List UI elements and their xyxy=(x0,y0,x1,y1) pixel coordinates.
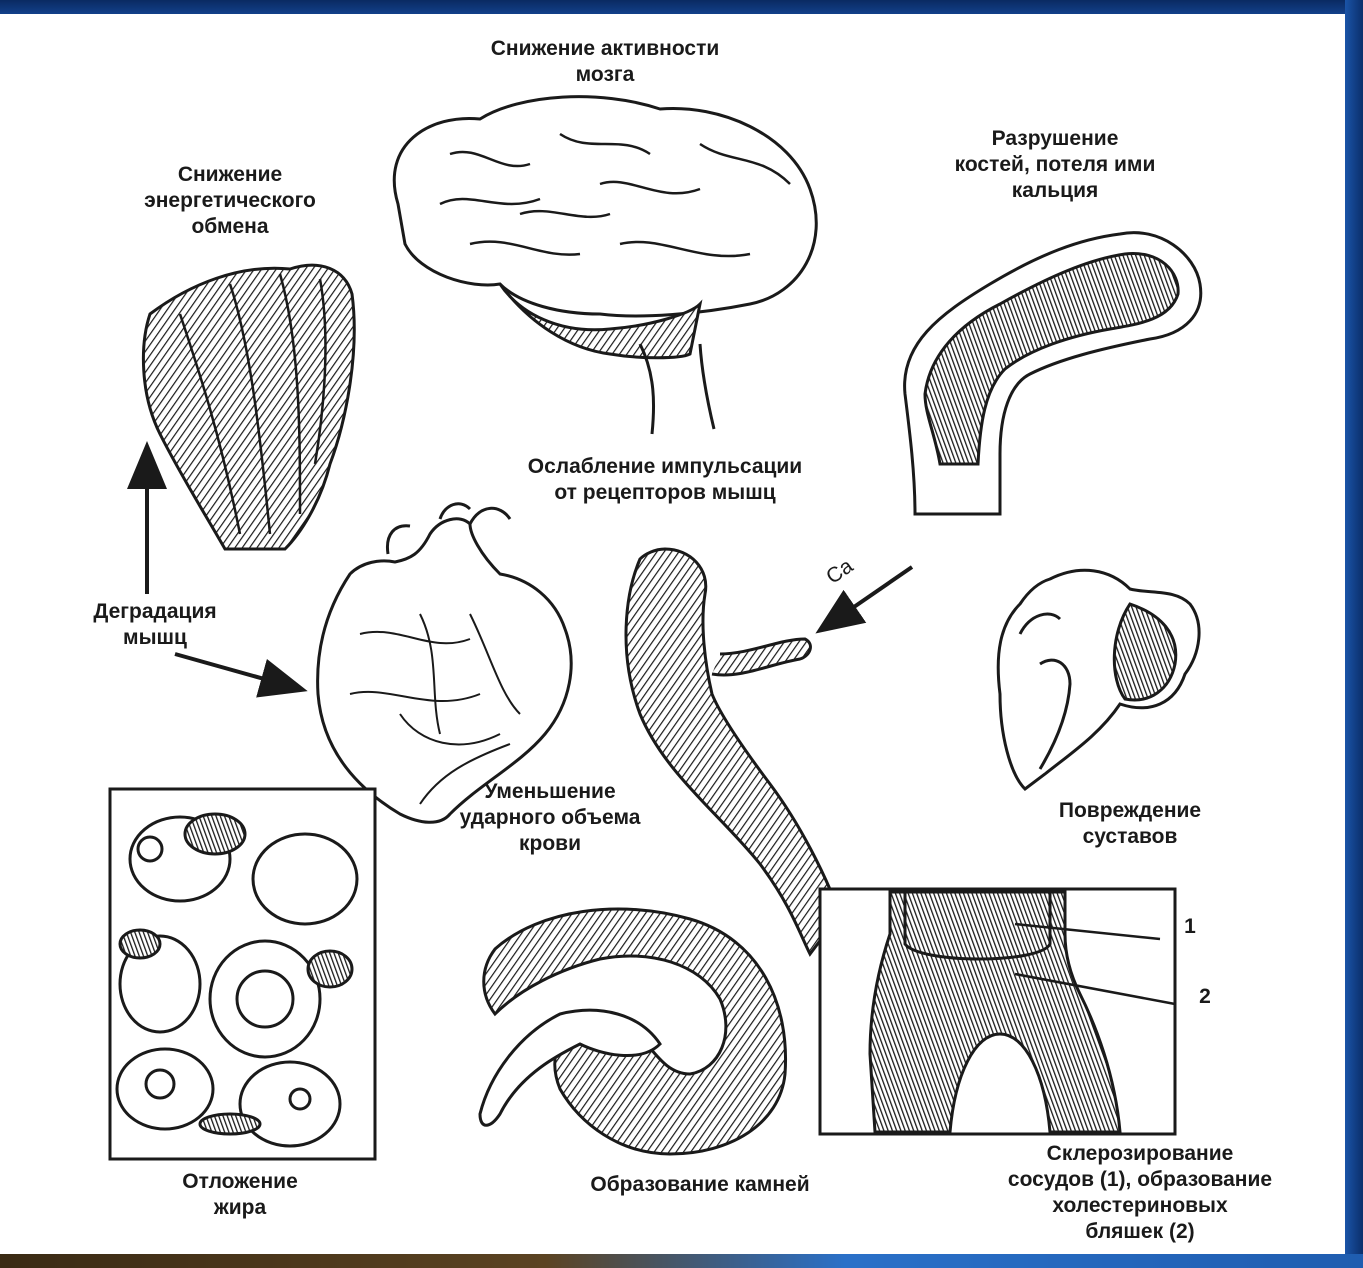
label-energy-exchange: Снижение энергетического обмена xyxy=(85,162,375,240)
marker-2: 2 xyxy=(1190,984,1220,1010)
slide-top-border xyxy=(0,0,1363,14)
muscle-drawing xyxy=(143,265,354,549)
joint-drawing xyxy=(998,570,1199,789)
brain-drawing xyxy=(394,97,816,434)
label-vascular-sclerosis: Склерозирование сосудов (1), образование… xyxy=(940,1141,1340,1245)
sclerosis-drawing xyxy=(820,889,1175,1134)
slide-right-border xyxy=(1345,0,1363,1268)
label-stone-formation: Образование камней xyxy=(530,1172,870,1198)
label-fat-deposit: Отложение жира xyxy=(135,1169,345,1221)
label-muscle-degradation: Деградация мышц xyxy=(55,599,255,651)
bone-drawing xyxy=(905,233,1201,514)
vessel-drawing xyxy=(626,549,840,954)
diagram-canvas: Снижение активности мозга Снижение энерг… xyxy=(0,14,1345,1254)
kidney-drawing xyxy=(480,909,786,1154)
label-receptor-impulses: Ослабление импульсации от рецепторов мыш… xyxy=(455,454,875,506)
label-brain-activity: Снижение активности мозга xyxy=(430,36,780,88)
label-bone-destruction: Разрушение костей, потеля ими кальция xyxy=(890,126,1220,204)
heart-drawing xyxy=(318,504,572,822)
arrow-to-heart xyxy=(175,654,300,689)
marker-1: 1 xyxy=(1175,914,1205,940)
label-joint-damage: Повреждение суставов xyxy=(1010,798,1250,850)
label-stroke-volume: Уменьшение ударного объема крови xyxy=(405,779,695,857)
fat-tissue-drawing xyxy=(110,789,375,1159)
slide-bottom-border xyxy=(0,1254,1363,1268)
